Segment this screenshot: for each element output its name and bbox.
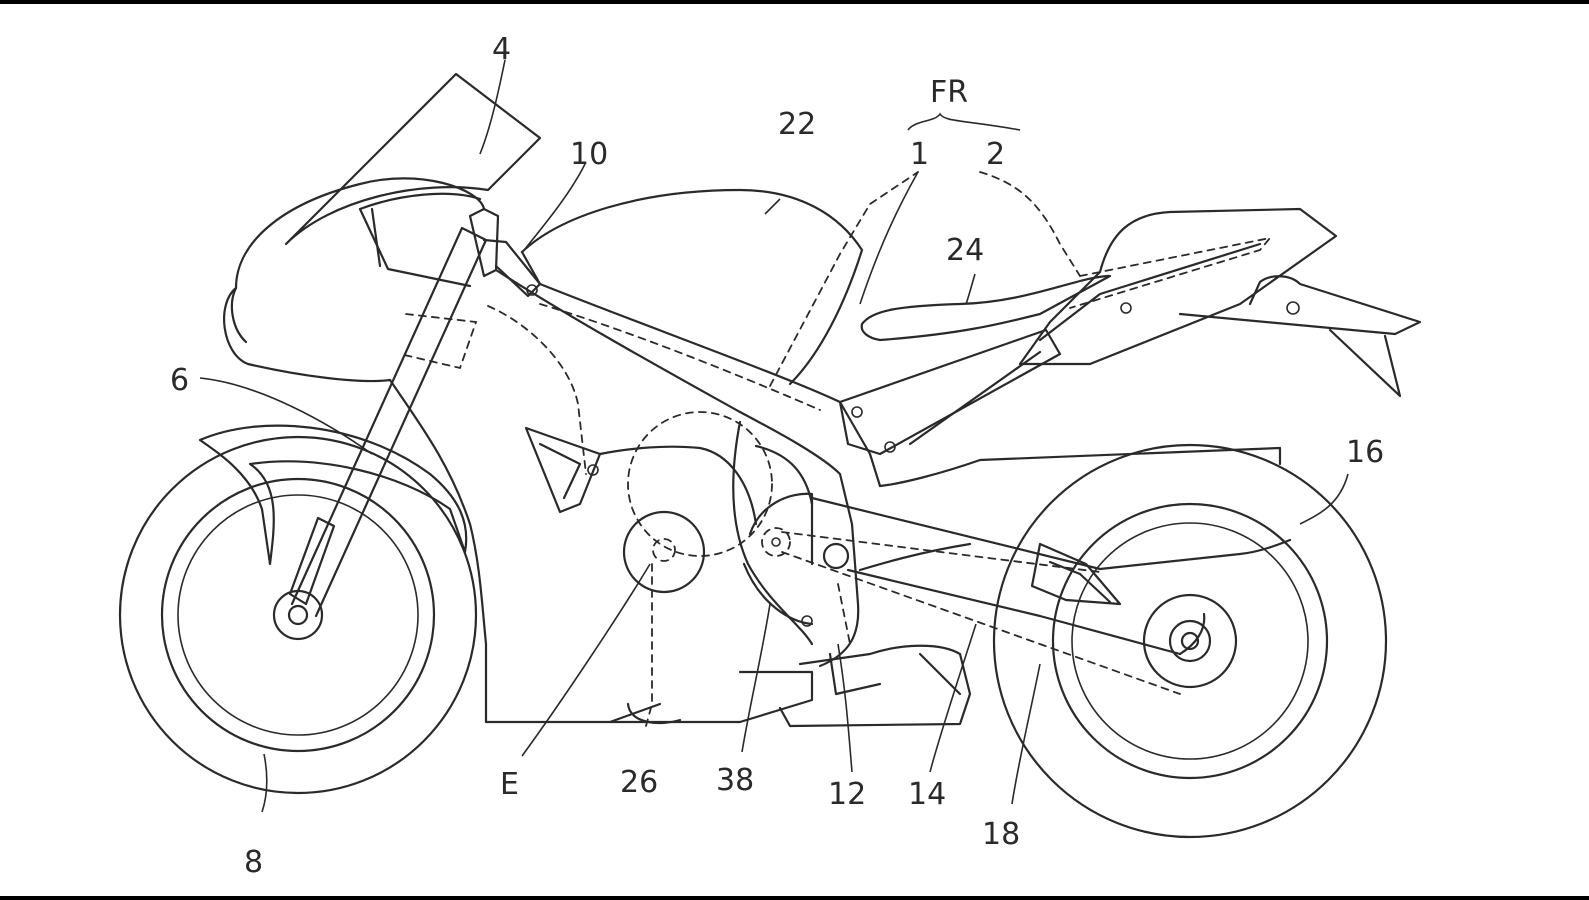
label-18: 18 [982,817,1020,852]
engine [622,411,773,594]
tail-cowl [1018,207,1422,398]
swingarm [761,496,1292,695]
label-2: 2 [986,137,1005,172]
label-12: 12 [828,777,866,812]
fuel-tank [520,188,864,386]
leader-lines [199,59,1349,813]
seat [860,274,1112,342]
label-38: 38 [716,763,754,798]
front-cowl [223,72,662,724]
label-24: 24 [946,233,984,268]
seat-rail [838,328,1062,456]
label-1: 1 [910,137,929,172]
label-8: 8 [244,845,263,880]
label-4: 4 [492,32,511,67]
label-22: 22 [778,107,816,142]
front-fork [288,207,500,618]
front-fender [198,424,468,566]
label-e: E [500,767,519,802]
dashed-frame-lines [399,171,1273,727]
drawing-sheet: FR 1 2 4 6 8 10 12 14 16 18 22 24 26 38 … [0,4,1589,896]
main-frame [494,250,1282,668]
label-fr: FR [930,75,968,110]
label-16: 16 [1346,435,1384,470]
label-26: 26 [620,765,658,800]
label-10: 10 [570,137,608,172]
label-14: 14 [908,777,946,812]
front-wheel [118,435,478,795]
label-6: 6 [170,363,189,398]
side-cowl [524,420,814,646]
reference-labels: FR 1 2 4 6 8 10 12 14 16 18 22 24 26 38 … [170,32,1384,880]
motorcycle-patent-drawing: FR 1 2 4 6 8 10 12 14 16 18 22 24 26 38 … [118,32,1422,880]
under-cowl [608,644,972,728]
rear-wheel [992,443,1388,839]
